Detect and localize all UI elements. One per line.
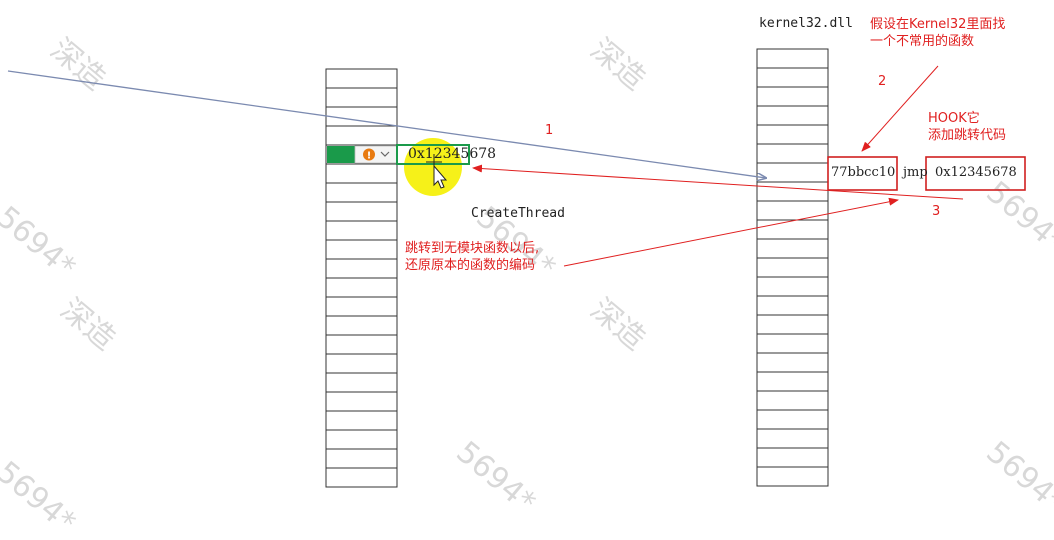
left-memory-cell bbox=[325, 68, 398, 89]
left-memory-cell bbox=[325, 334, 398, 355]
note-find-function: 假设在Kernel32里面找 一个不常用的函数 bbox=[870, 17, 1006, 49]
cursor-highlight bbox=[404, 138, 462, 196]
step-2-label: 2 bbox=[878, 74, 887, 89]
mouse-cursor-icon bbox=[433, 164, 448, 189]
left-highlight-value: 0x12345678 bbox=[408, 146, 497, 162]
right-memory-cell bbox=[756, 466, 829, 487]
right-memory-cell bbox=[756, 48, 829, 69]
note-hook: HOOK它 添加跳转代码 bbox=[928, 111, 1007, 143]
right-memory-cell bbox=[756, 447, 829, 468]
left-memory-cell bbox=[325, 296, 398, 317]
left-memory-cell bbox=[325, 182, 398, 203]
note-restore: 跳转到无模块函数以后, 还原原本的函数的编码 bbox=[405, 241, 540, 273]
chevron-down-icon[interactable] bbox=[380, 151, 390, 157]
right-memory-cell bbox=[756, 105, 829, 126]
left-memory-cell bbox=[325, 106, 398, 127]
move-cursor-icon bbox=[426, 154, 442, 170]
step-1-label: 1 bbox=[545, 123, 554, 138]
blue-call-line bbox=[7, 70, 766, 178]
right-memory-cell bbox=[756, 390, 829, 411]
right-memory-cell bbox=[756, 371, 829, 392]
highlight-cell-fill bbox=[327, 146, 355, 163]
left-memory-cell bbox=[325, 448, 398, 469]
left-memory-cell bbox=[325, 315, 398, 336]
left-memory-cell bbox=[325, 410, 398, 431]
right-memory-cell bbox=[756, 276, 829, 297]
target-red-box bbox=[925, 156, 1026, 191]
addr-red-box bbox=[827, 156, 898, 191]
right-memory-cell bbox=[756, 86, 829, 107]
left-memory-cell bbox=[325, 467, 398, 488]
left-memory-cell bbox=[325, 125, 398, 146]
left-memory-cell bbox=[325, 201, 398, 222]
arrow-note-to-addr bbox=[861, 65, 939, 152]
left-memory-cell bbox=[325, 220, 398, 241]
right-memory-cell bbox=[756, 314, 829, 335]
right-memory-cell bbox=[756, 238, 829, 259]
left-memory-cell bbox=[325, 429, 398, 450]
left-memory-cell bbox=[325, 391, 398, 412]
right-memory-cell bbox=[756, 257, 829, 278]
right-memory-cell bbox=[756, 219, 829, 240]
left-memory-cell bbox=[325, 353, 398, 374]
right-memory-cell bbox=[756, 409, 829, 430]
right-memory-cell bbox=[756, 67, 829, 88]
arrow-restore bbox=[563, 197, 899, 267]
right-memory-cell bbox=[756, 352, 829, 373]
jmp-label: jmp bbox=[903, 165, 928, 180]
right-memory-cell bbox=[756, 181, 829, 202]
left-memory-column bbox=[325, 68, 398, 488]
create-thread-label: CreateThread bbox=[471, 206, 565, 221]
right-memory-cell bbox=[756, 333, 829, 354]
addr-label: 77bbcc10 bbox=[831, 165, 896, 180]
left-memory-cell bbox=[325, 277, 398, 298]
warning-dropdown-bg bbox=[354, 145, 398, 164]
right-memory-cell bbox=[756, 295, 829, 316]
target-label: 0x12345678 bbox=[935, 165, 1017, 180]
left-memory-cell bbox=[325, 258, 398, 279]
kernel32-title: kernel32.dll bbox=[759, 16, 853, 31]
left-memory-cell bbox=[325, 372, 398, 393]
right-memory-cell bbox=[756, 143, 829, 164]
left-memory-cell bbox=[325, 87, 398, 108]
step-3-label: 3 bbox=[932, 204, 941, 219]
right-memory-cell bbox=[756, 162, 829, 183]
value-edit-box[interactable] bbox=[396, 144, 470, 165]
right-memory-column bbox=[756, 48, 829, 487]
arrow-back-to-left bbox=[472, 164, 964, 200]
warning-icon[interactable] bbox=[363, 148, 375, 161]
right-memory-cell bbox=[756, 428, 829, 449]
left-memory-cell bbox=[325, 239, 398, 260]
right-memory-cell bbox=[756, 200, 829, 221]
left-memory-cell bbox=[325, 163, 398, 184]
right-memory-cell bbox=[756, 124, 829, 145]
diagram-canvas: ! bbox=[7, 48, 1026, 488]
warning-icon-mark: ! bbox=[367, 151, 372, 162]
